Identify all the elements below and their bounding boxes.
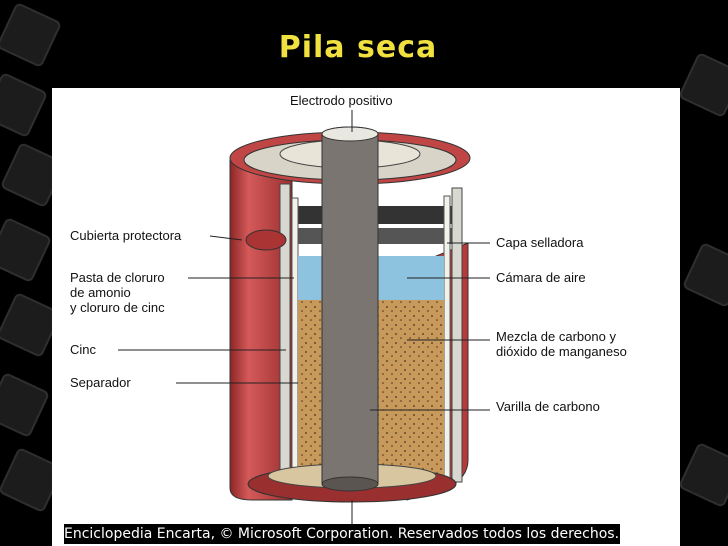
zinc-wall (280, 184, 290, 484)
slide-title: Pila seca (0, 30, 728, 65)
label-separador: Separador (70, 376, 131, 390)
rubik-cube-decoration (0, 72, 48, 138)
label-cubierta-protectora: Cubierta protectora (70, 229, 181, 243)
label-mezcla-line2: dióxido de manganeso (496, 345, 627, 359)
rubik-cube-decoration (678, 442, 728, 508)
carbon-rod (322, 127, 378, 491)
credit-line: Enciclopedia Encarta, © Microsoft Corpor… (64, 524, 620, 544)
slide-title-text: Pila seca (279, 30, 437, 65)
label-varilla: Varilla de carbono (496, 400, 600, 414)
label-pasta-line3: y cloruro de cinc (70, 301, 165, 315)
rubik-cube-decoration (0, 217, 52, 283)
rubik-cube-decoration (682, 242, 728, 308)
separator (292, 198, 298, 488)
rubik-cube-decoration (0, 372, 50, 438)
label-pasta-line2: de amonio (70, 286, 131, 300)
label-camara-aire: Cámara de aire (496, 271, 586, 285)
battery-illustration (52, 88, 680, 546)
label-electrodo-positivo: Electrodo positivo (290, 94, 393, 108)
label-capa-selladora: Capa selladora (496, 236, 583, 250)
battery-diagram: Electrodo positivo Cubierta protectora P… (52, 88, 680, 546)
label-mezcla-line1: Mezcla de carbono y (496, 330, 616, 344)
label-pasta-line1: Pasta de cloruro (70, 271, 165, 285)
label-cinc: Cinc (70, 343, 96, 357)
